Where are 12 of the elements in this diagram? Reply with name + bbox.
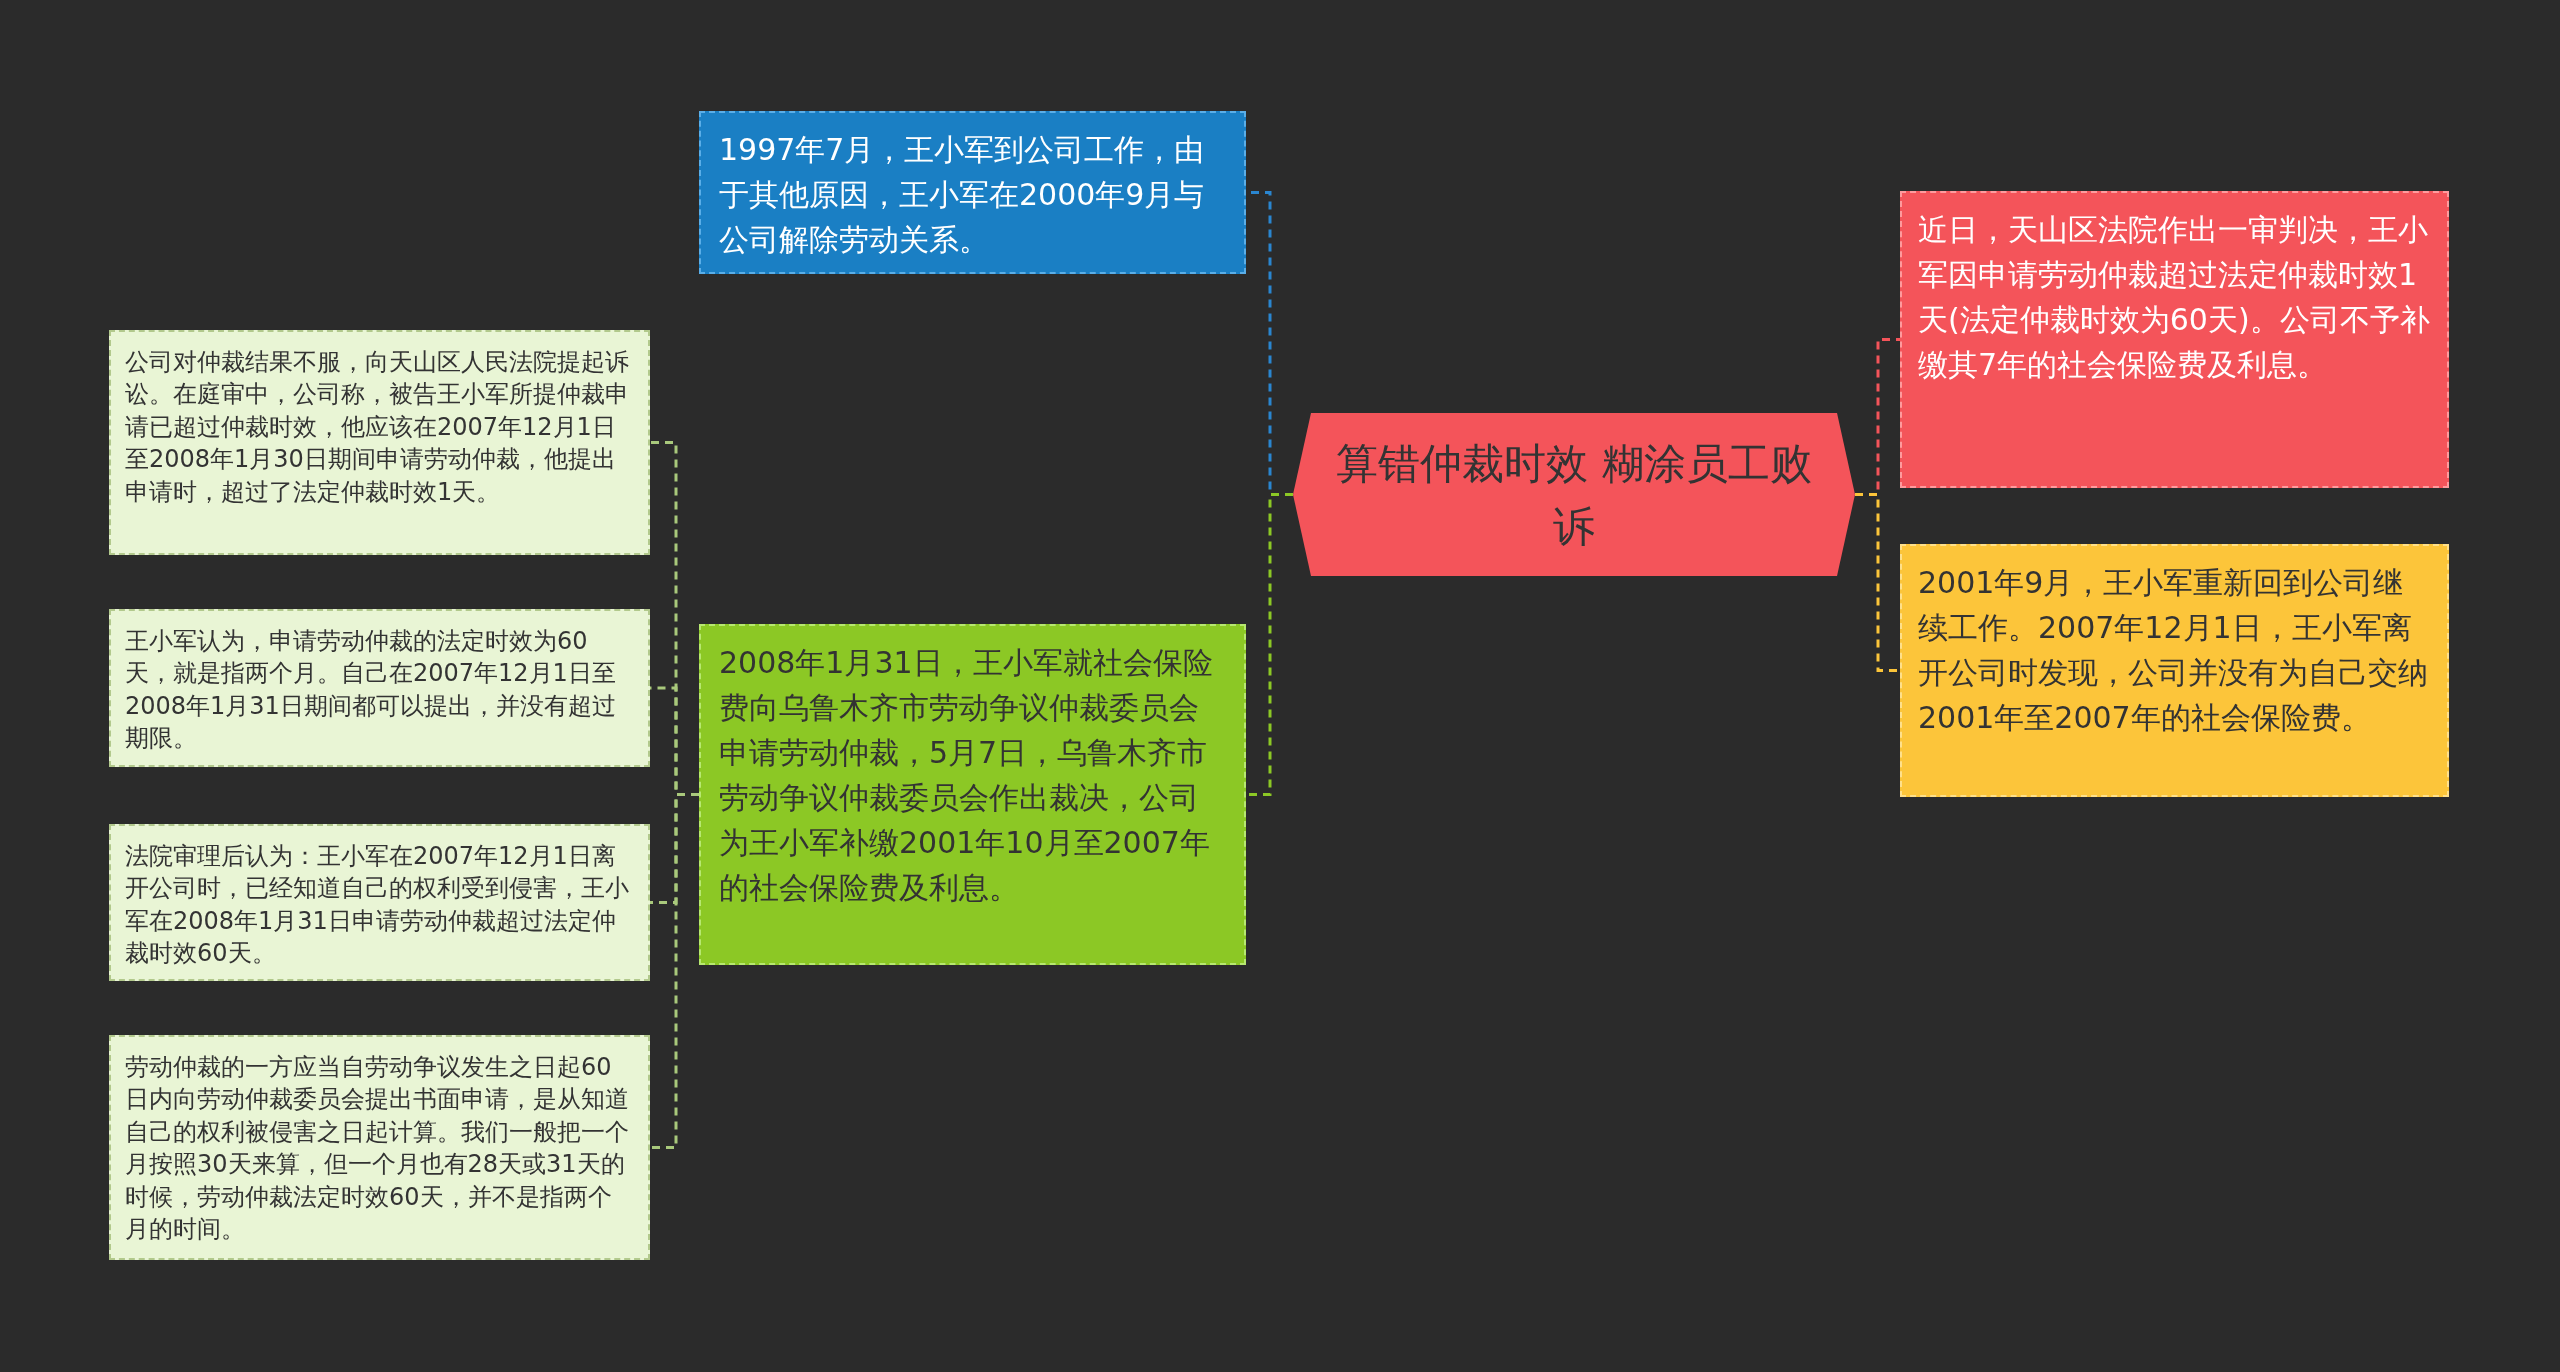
detail-box: 王小军认为，申请劳动仲裁的法定时效为60天，就是指两个月。自己在2007年12月1日至2008年1月31日期间都可以提出，并没有超过期限。 xyxy=(109,609,650,767)
event-box: 2008年1月31日，王小军就社会保险费向乌鲁木齐市劳动争议仲裁委员会申请劳动仲裁，5月7日，乌鲁木齐市劳动争议仲裁委员会作出裁决，公司为王小军补缴2001年10月至2007年的社会保险费及利息。 xyxy=(699,624,1246,965)
connector-line xyxy=(1855,493,1900,672)
connector-line xyxy=(650,793,699,1149)
detail-box: 劳动仲裁的一方应当自劳动争议发生之日起60日内向劳动仲裁委员会提出书面申请，是从知道自己的权利被侵害之日起计算。我们一般把一个月按照30天来算，但一个月也有28天或31天的时候，劳动仲裁法定时效60天，并不是指两个月的时间。 xyxy=(109,1035,650,1260)
connector-line xyxy=(1246,493,1293,796)
event-box: 近日，天山区法院作出一审判决，王小军因申请劳动仲裁超过法定仲裁时效1天(法定仲裁时效为60天)。公司不予补缴其7年的社会保险费及利息。 xyxy=(1900,191,2449,488)
detail-box: 公司对仲裁结果不服，向天山区人民法院提起诉讼。在庭审中，公司称，被告王小军所提仲裁申请已超过仲裁时效，他应该在2007年12月1日至2008年1月30日期间申请劳动仲裁，他提出申请时，超过了法定仲裁时效1天。 xyxy=(109,330,650,555)
topic-hexagon: 算错仲裁时效 糊涂员工败诉 xyxy=(1293,413,1855,576)
detail-box: 法院审理后认为：王小军在2007年12月1日离开公司时，已经知道自己的权利受到侵害，王小军在2008年1月31日申请劳动仲裁超过法定仲裁时效60天。 xyxy=(109,824,650,981)
event-box: 1997年7月，王小军到公司工作，由于其他原因，王小军在2000年9月与公司解除劳动关系。 xyxy=(699,111,1246,274)
event-box: 2001年9月，王小军重新回到公司继续工作。2007年12月1日，王小军离开公司时发现，公司并没有为自己交纳2001年至2007年的社会保险费。 xyxy=(1900,544,2449,797)
